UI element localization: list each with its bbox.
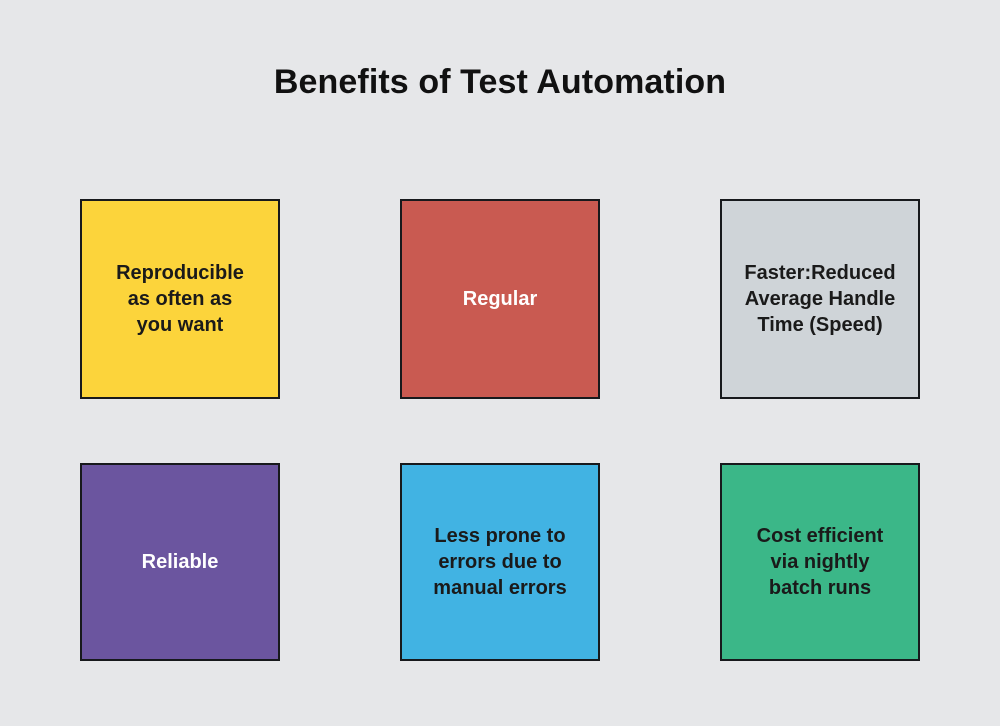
benefit-card-label: Reproducible as often as you want	[116, 262, 244, 336]
benefit-card-label: Less prone to errors due to manual error…	[433, 525, 567, 599]
page-title: Benefits of Test Automation	[273, 63, 727, 101]
benefit-card-less-prone-to-errors[interactable]: Less prone to errors due to manual error…	[400, 463, 600, 661]
benefit-card-faster[interactable]: Faster:Reduced Average Handle Time (Spee…	[720, 199, 920, 399]
benefit-card-label: Cost efficient via nightly batch runs	[756, 525, 884, 599]
benefits-grid: Reproducible as often as you want Regula…	[80, 199, 920, 661]
benefit-card-regular[interactable]: Regular	[400, 199, 600, 399]
benefit-card-reliable[interactable]: Reliable	[80, 463, 280, 661]
benefit-card-label: Faster:Reduced Average Handle Time (Spee…	[744, 262, 896, 336]
benefit-card-reproducible[interactable]: Reproducible as often as you want	[80, 199, 280, 399]
benefit-card-label: Reliable	[141, 551, 219, 573]
benefit-card-label: Regular	[462, 288, 538, 310]
benefit-card-cost-efficient[interactable]: Cost efficient via nightly batch runs	[720, 463, 920, 661]
